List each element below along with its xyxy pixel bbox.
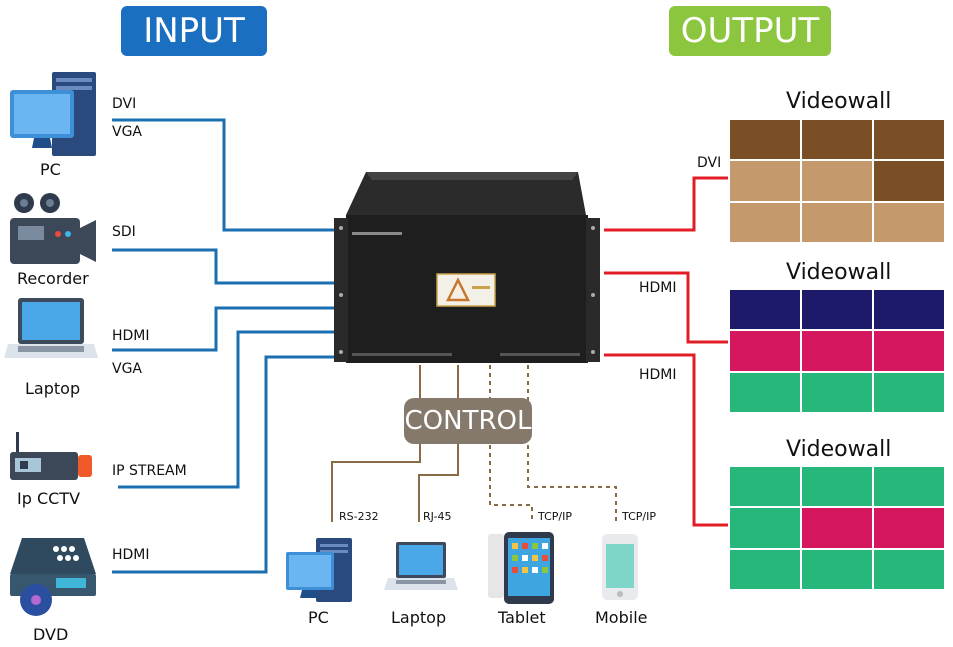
control-line-mobile <box>527 365 617 522</box>
videowall-cell <box>874 467 944 507</box>
input-line-cctv <box>118 330 338 489</box>
mobile-icon <box>602 534 638 600</box>
input-line-recorder <box>112 248 338 285</box>
input-header: INPUT <box>121 6 267 56</box>
pc-icon <box>10 72 96 156</box>
videowall-cell <box>802 331 872 371</box>
control-device-label-mobile: Mobile <box>595 608 648 627</box>
videowall-cell <box>874 331 944 371</box>
tablet-icon <box>488 532 554 604</box>
control-protocol-rs232: RS-232 <box>339 510 379 523</box>
control-device-label-laptop: Laptop <box>391 608 447 627</box>
output-signal-label-1: DVI <box>697 155 722 171</box>
laptop-icon <box>384 542 458 590</box>
signal-label-pc-dvi: DVI <box>112 96 137 112</box>
control-protocol-rj45: RJ-45 <box>423 510 452 523</box>
control-line-tablet <box>489 365 533 522</box>
signal-label-cctv-ipstream: IP STREAM <box>112 463 187 479</box>
signal-label-recorder-sdi: SDI <box>112 224 136 240</box>
laptop-icon <box>4 298 98 358</box>
videowall-cell <box>802 120 872 160</box>
camera-icon <box>10 193 96 264</box>
videowall-cell <box>730 467 800 507</box>
videowall-cell <box>874 549 944 589</box>
input-line-laptop <box>112 306 338 352</box>
videowall-cell <box>802 508 872 548</box>
router-icon <box>10 432 92 480</box>
videowall-cell <box>874 508 944 548</box>
videowall-cell <box>874 161 944 201</box>
videowall-cell <box>730 290 800 330</box>
videowall-title-2: Videowall <box>786 260 892 285</box>
video-processor-icon <box>334 172 600 363</box>
videowall-cell <box>730 549 800 589</box>
videowall-cell <box>730 508 800 548</box>
videowall-3 <box>730 467 944 589</box>
videowall-cell <box>730 331 800 371</box>
videowall-cell <box>874 372 944 412</box>
output-line-3 <box>604 353 728 527</box>
device-label-dvd: DVD <box>33 625 69 644</box>
videowall-cell <box>874 120 944 160</box>
videowall-cell <box>730 202 800 242</box>
control-line-pc <box>331 365 421 522</box>
videowall-1 <box>730 120 944 242</box>
videowall-title-3: Videowall <box>786 437 892 462</box>
device-label-recorder: Recorder <box>17 269 89 288</box>
videowall-cell <box>802 161 872 201</box>
videowall-cell <box>802 549 872 589</box>
dvd-icon <box>10 538 96 616</box>
videowall-cell <box>874 290 944 330</box>
pc-icon <box>286 538 352 602</box>
signal-label-laptop-vga: VGA <box>112 361 143 377</box>
videowall-cell <box>802 372 872 412</box>
output-signal-label-2: HDMI <box>639 280 677 296</box>
input-line-pc <box>112 118 338 232</box>
signal-label-dvd-hdmi: HDMI <box>112 547 150 563</box>
videowall-cell <box>730 161 800 201</box>
control-device-label-pc: PC <box>308 608 329 627</box>
device-label-cctv: Ip CCTV <box>17 489 81 508</box>
videowall-cell <box>730 120 800 160</box>
signal-label-laptop-hdmi: HDMI <box>112 328 150 344</box>
videowall-title-1: Videowall <box>786 89 892 114</box>
control-protocol-tcpip-mobile: TCP/IP <box>622 510 656 523</box>
output-signal-label-3: HDMI <box>639 367 677 383</box>
control-box: CONTROL <box>404 398 532 444</box>
videowall-2 <box>730 290 944 412</box>
videowall-cell <box>802 202 872 242</box>
device-label-laptop: Laptop <box>25 379 81 398</box>
videowall-cell <box>730 372 800 412</box>
videowall-cell <box>874 202 944 242</box>
videowall-cell <box>802 467 872 507</box>
device-label-pc: PC <box>40 160 61 179</box>
control-device-label-tablet: Tablet <box>498 608 546 627</box>
input-line-dvd <box>112 355 338 574</box>
signal-label-pc-vga: VGA <box>112 124 143 140</box>
videowall-cell <box>802 290 872 330</box>
control-protocol-tcpip-tablet: TCP/IP <box>538 510 572 523</box>
output-header: OUTPUT <box>669 6 831 56</box>
output-line-1 <box>604 176 728 232</box>
output-line-2 <box>604 271 728 344</box>
